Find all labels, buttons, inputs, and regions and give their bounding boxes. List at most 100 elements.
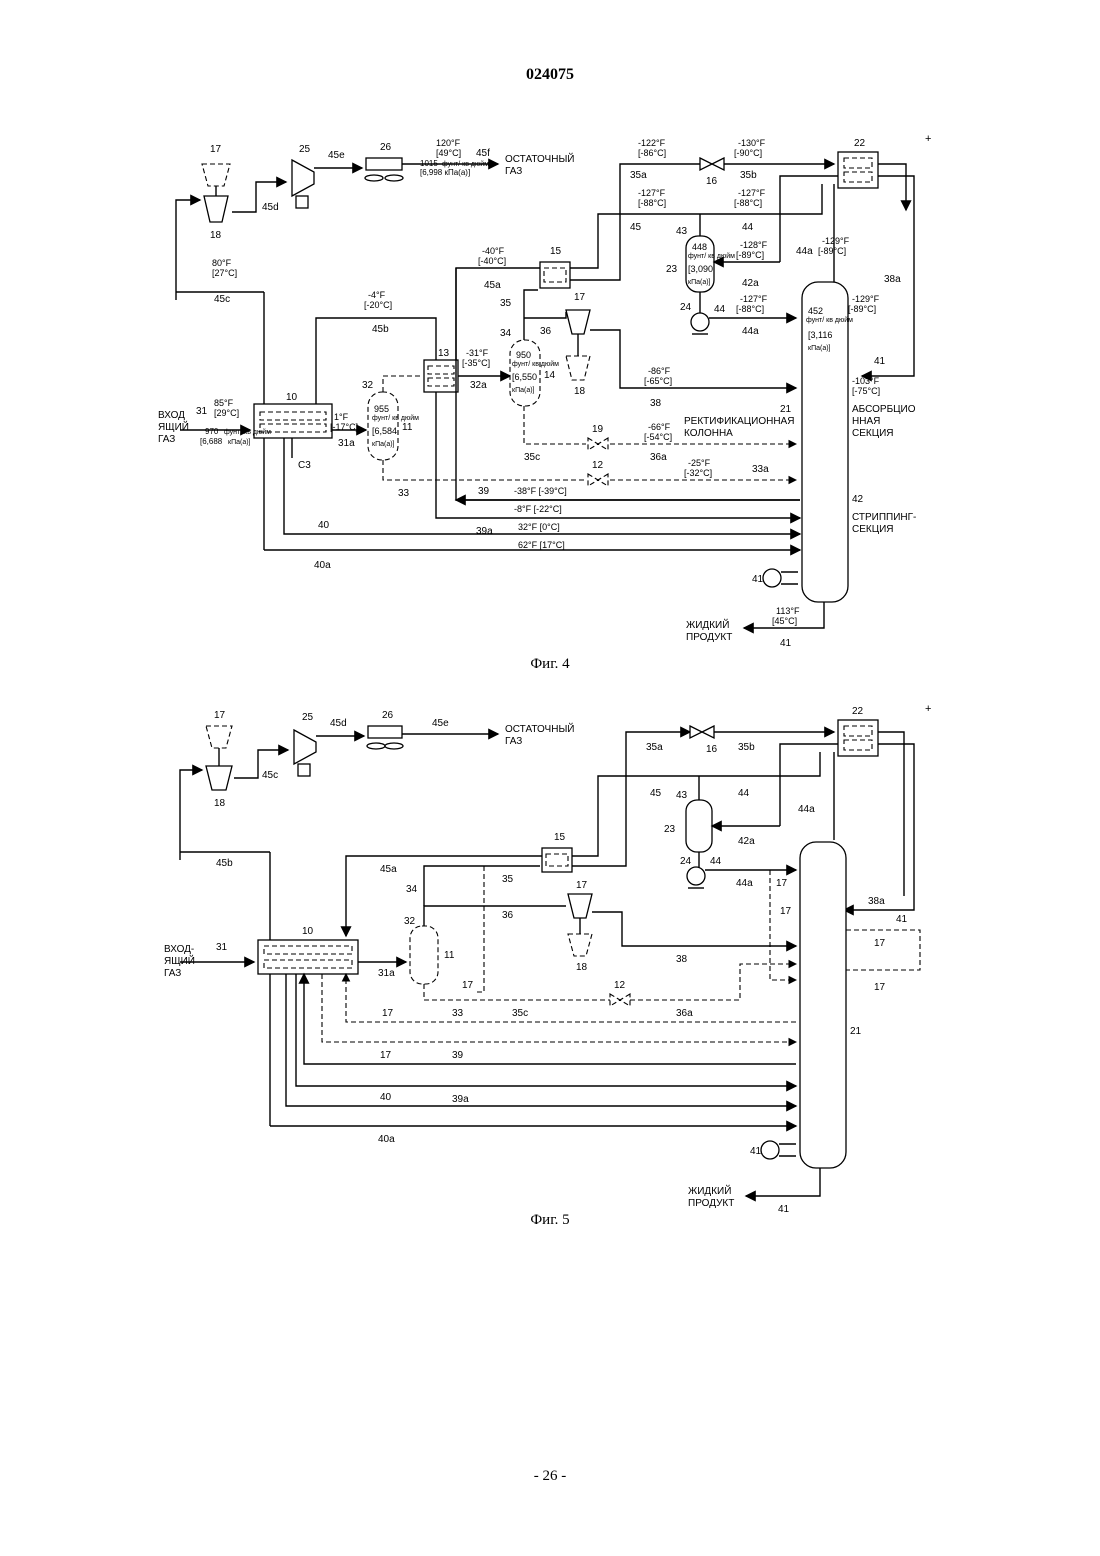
fig4-temp-38a: -127°F [738, 188, 766, 198]
fig4-temp-39a: -8°F [-22°C] [514, 504, 562, 514]
fig4-label-35c: 38a [884, 274, 901, 285]
fig5-reboiler-21: 41 [750, 1141, 779, 1159]
fig4-temp-32a-c: [-35°C] [462, 358, 490, 368]
fig4-temp-38: -129°F [822, 236, 850, 246]
fig4-temp-33a-c: [-32°C] [684, 468, 712, 478]
fig5-column-20: 21 [800, 842, 862, 1168]
fig4-heat-exchanger-15: 15 [540, 246, 570, 288]
fig5-label-10: 10 [302, 926, 314, 937]
fig4-label-36a: 38 [650, 398, 662, 409]
fig4-absorption-label2: ННАЯ [852, 416, 880, 427]
fig4-valve-19: 19 [588, 424, 608, 450]
fig4-label-17b: 17 [574, 292, 586, 303]
fig4-pres-11-kpa2: кПа(а)] [372, 441, 395, 448]
fig5-label-36a: 38 [676, 954, 688, 965]
fig4-temp-41-c: [45°C] [772, 616, 797, 626]
fig5-valve-12: 12 [610, 980, 630, 1006]
fig5-label-52: 17 [776, 878, 788, 889]
fig4-temp-45: -127°F [638, 188, 666, 198]
fig4-temp-32a: -31°F [466, 348, 489, 358]
fig4-temp-31a: 1°F [334, 412, 349, 422]
fig5-reflux-drum-23: 23 43 [664, 790, 712, 852]
fig4-label-43: 43 [676, 226, 688, 237]
fig4-pres-11: 955 [374, 404, 389, 414]
fig5-label-20: 21 [850, 1026, 862, 1037]
fig4-pres-20-kpa: [3,116 [808, 330, 832, 340]
fig5-label-55: 17 [874, 982, 886, 993]
fig4-temp-45a: -40°F [482, 246, 505, 256]
fig4-label-33a: 33a [752, 464, 769, 475]
fig4-label-33: 33 [398, 488, 410, 499]
fig4-temp-35b-c: [-90°C] [734, 148, 762, 158]
figure-4: + 17 18 25 26 45e 45f 45d 120°F [4 [158, 133, 931, 649]
fig4-liquid-product-label2: ПРОДУКТ [686, 632, 732, 643]
fig5-label-44a: 44a [736, 878, 753, 889]
fig4-pres-45f-kpa: [6,998 кПа(а)] [420, 168, 470, 177]
fig5-label-32: 32 [404, 916, 416, 927]
fig5-label-43: 43 [676, 790, 688, 801]
fig4-label-32a: 32a [470, 380, 487, 391]
fig4-temp-45a-c: [-40°C] [478, 256, 506, 266]
fig4-label-26: 26 [380, 142, 392, 153]
fig4-valve-16: 16 [700, 158, 724, 187]
fig4-label-42: 41 [874, 356, 886, 367]
fig4-label-42a: 42a [742, 278, 759, 289]
fig4-inlet-label1: ВХОД [158, 410, 185, 421]
fig4-pres-23-unit: фунт/ кв дюйм [688, 252, 735, 260]
fig5-inlet-label1: ВХОД- [164, 944, 194, 955]
fig5-label-11: 11 [444, 950, 455, 961]
fig4-label-13: 13 [438, 348, 450, 359]
fig4-pres-31-unit: фунт/ кв дюйм [224, 428, 271, 436]
fig4-label-17: 17 [210, 144, 222, 155]
fig4-rectifier-label1: РЕКТИФИКАЦИОННАЯ [684, 416, 794, 427]
fig4-temp-35c-c: [-89°C] [848, 304, 876, 314]
fig4-label-35a: 35a [630, 170, 647, 181]
fig4-temp-45f: 120°F [436, 138, 461, 148]
fig4-pres-45f-unit: фунт/ кв дюйм [442, 160, 489, 168]
fig4-pres-20-kpa2: кПа(а)] [808, 345, 831, 352]
fig4-label-18b: 18 [574, 386, 586, 397]
fig5-label-46: 17 [462, 980, 474, 991]
fig5-label-33: 33 [452, 1008, 464, 1019]
fig4-temp-36a-c: [-65°C] [644, 376, 672, 386]
fig5-label-35c: 38a [868, 896, 885, 907]
fig4-rectifier-label2: КОЛОННА [684, 428, 733, 439]
fig5-inlet-label3: ГАЗ [164, 968, 181, 979]
fig5-label-49: 17 [382, 1008, 394, 1019]
fig4-label-44: 44 [714, 304, 726, 315]
fig4-reboiler-21: 41 [752, 569, 781, 587]
fig4-cooler-26: 26 [365, 142, 403, 181]
fig5-label-42a: 42a [738, 836, 755, 847]
fig5-label-31a: 31a [378, 968, 395, 979]
fig4-label-11: 11 [402, 422, 413, 433]
fig4-label-16: 16 [706, 176, 718, 187]
fig5-label-37a: 36a [676, 1008, 693, 1019]
fig4-temp-40a: 62°F [17°C] [518, 540, 565, 550]
fig4-pres-31-kpa: [6,688 [200, 437, 223, 446]
fig4-pres-14-unit: фунт/ кв дюйм [512, 360, 559, 368]
fig4-label-10: 10 [286, 392, 298, 403]
fig5-label-39a: 39a [452, 1094, 469, 1105]
fig4-temp-35c: -129°F [852, 294, 880, 304]
fig4-expander-compressor-17-18: 17 18 [202, 144, 230, 241]
fig4-temp-45-c: [-88°C] [638, 198, 666, 208]
fig5-label-26: 26 [382, 710, 394, 721]
fig4-temp-37a: -66°F [648, 422, 671, 432]
fig4-temp-41: 113°F [776, 606, 800, 616]
fig4-stripping-label1: СТРИППИНГ- [852, 512, 916, 523]
fig4-liquid-product-label1: ЖИДКИЙ [686, 618, 729, 631]
fig4-pres-23-kpa: [3,090 [688, 264, 713, 274]
fig5-label-45a: 45a [380, 864, 397, 875]
fig4-pres-11-unit: фунт/ кв дюйм [372, 414, 419, 422]
fig4-label-37: 35c [524, 452, 540, 463]
fig4-heat-exchanger-22: 22 [838, 138, 878, 188]
fig4-label-35b: 35b [740, 170, 757, 181]
fig4-label-34: 34 [500, 328, 512, 339]
fig4-label-20: 21 [780, 404, 792, 415]
fig5-heat-exchanger-10: 10 [258, 926, 358, 974]
fig5-plus: + [925, 703, 931, 715]
fig4-pres-31: 970 [205, 427, 219, 436]
fig4-label-45c: 45c [214, 294, 230, 305]
fig4-label-12: 12 [592, 460, 604, 471]
